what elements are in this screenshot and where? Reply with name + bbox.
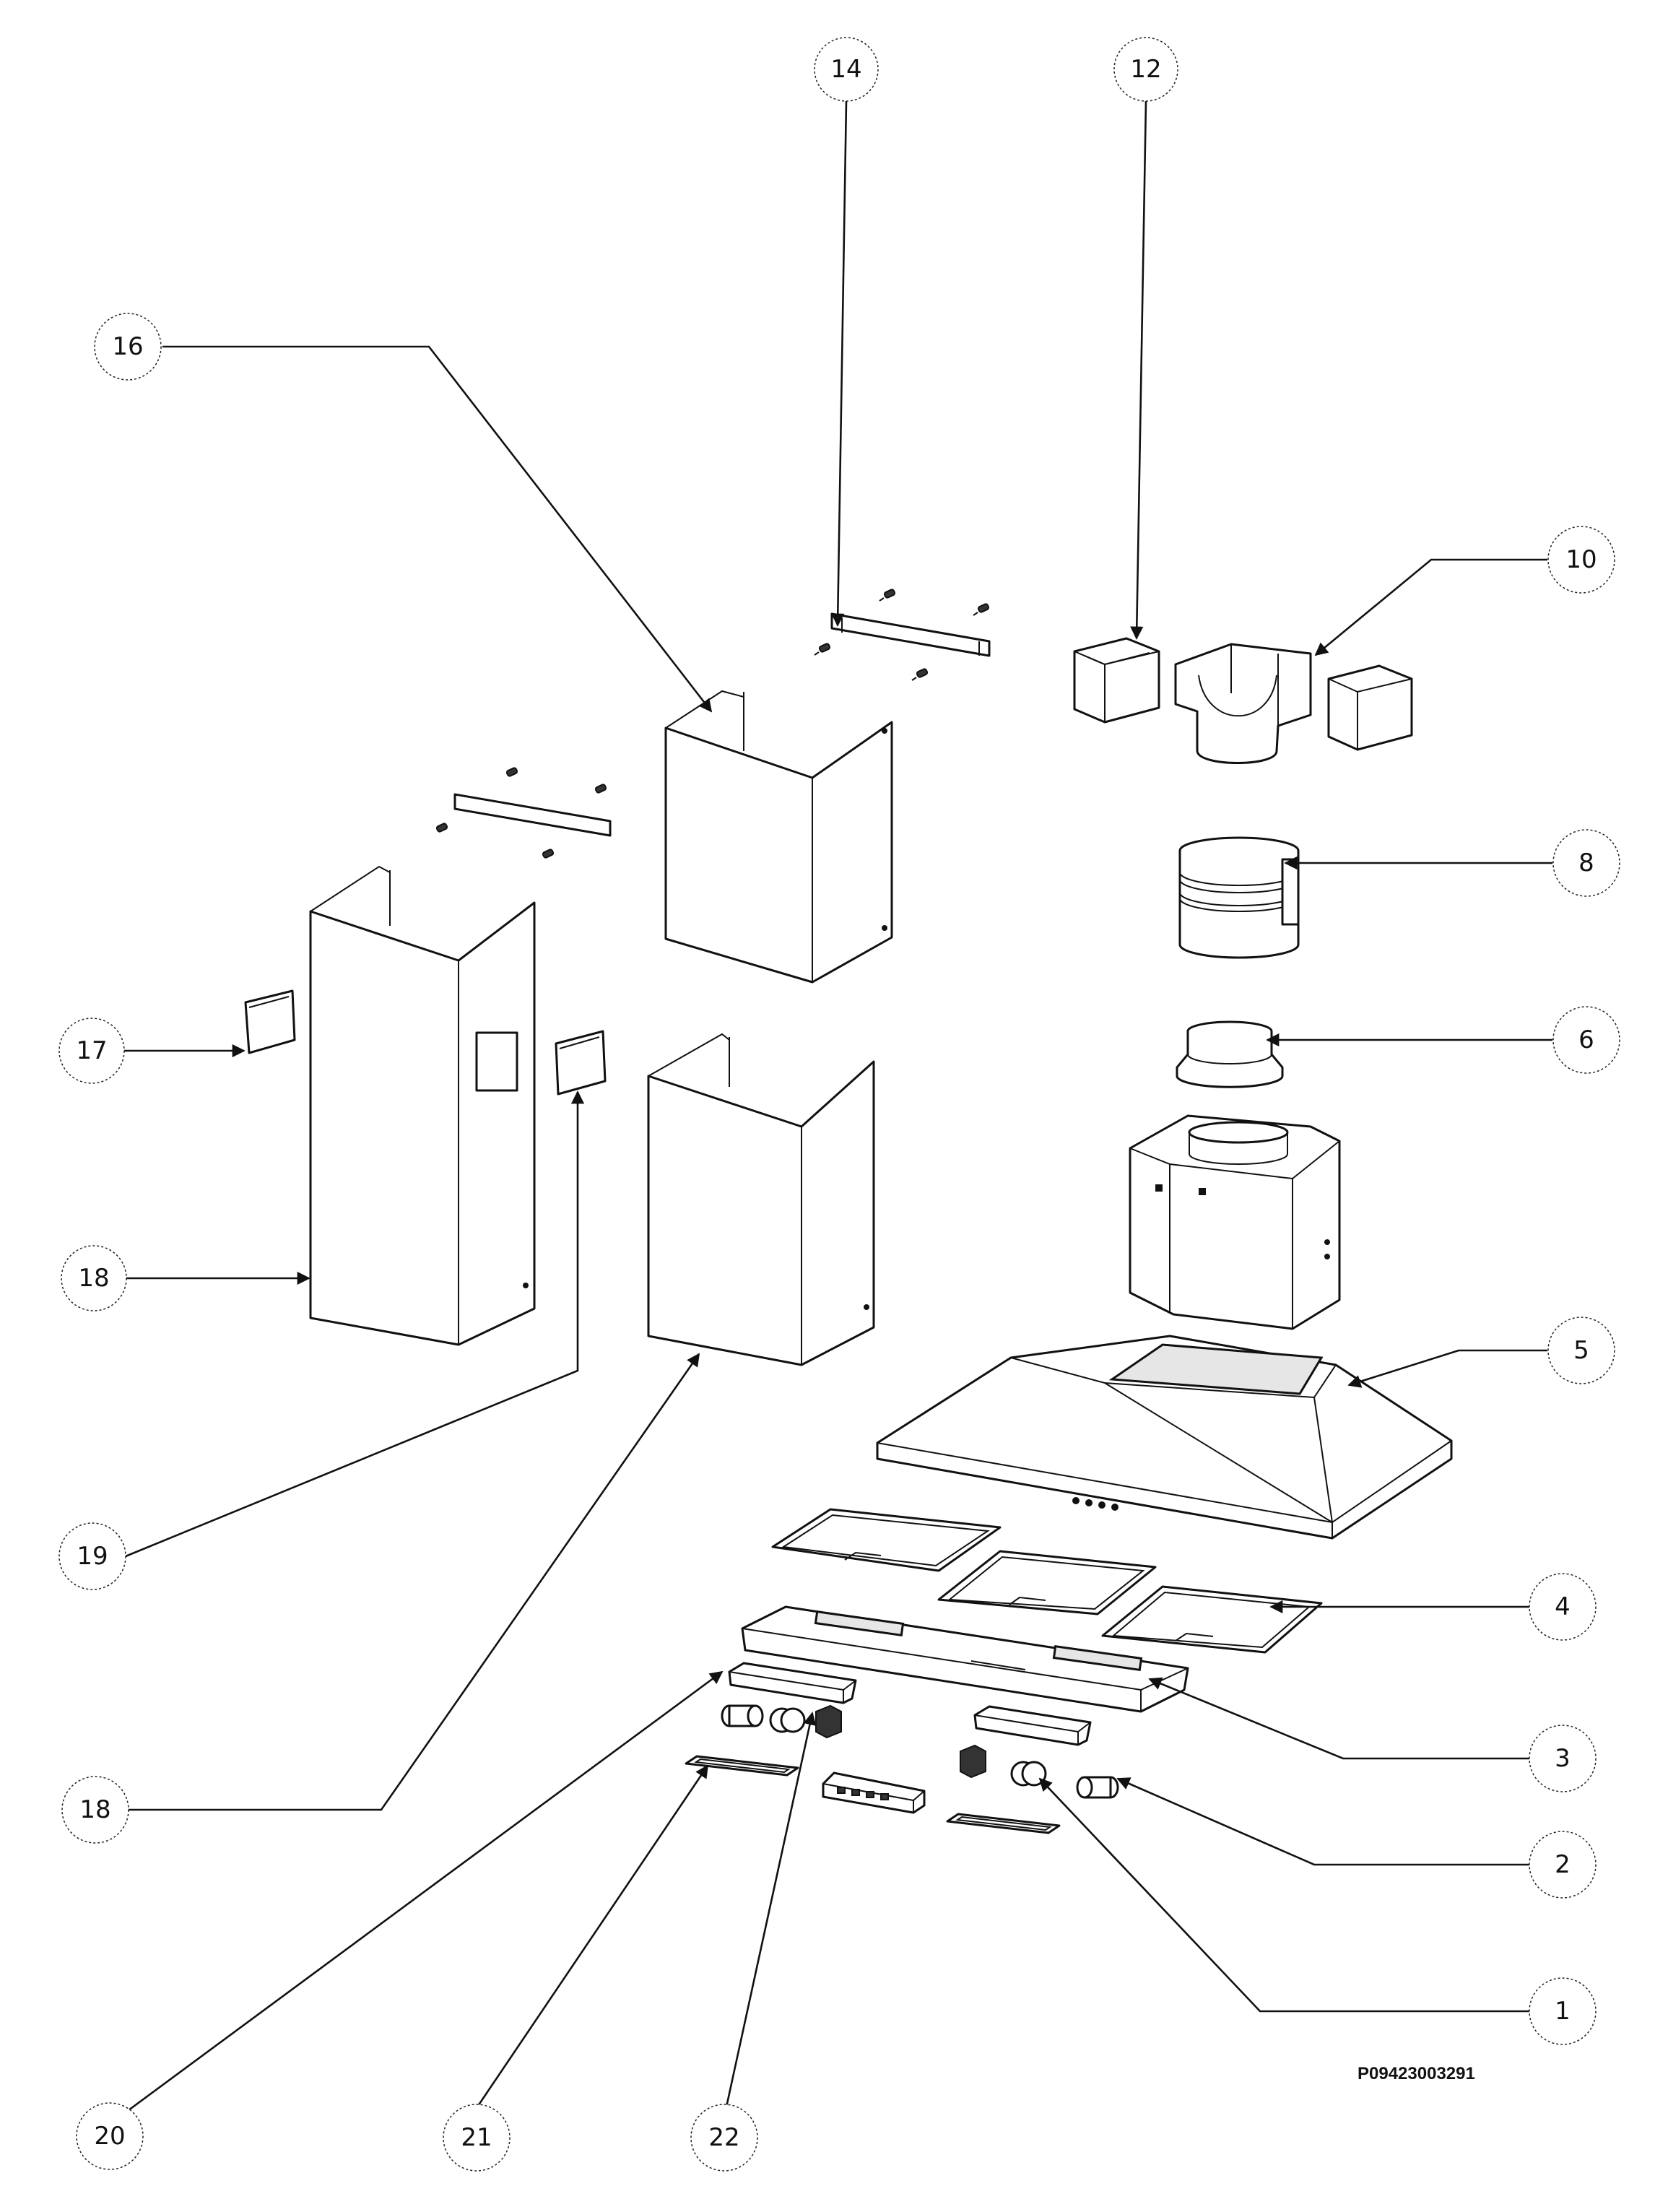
pad-17: [244, 989, 296, 1054]
grease-filter-4: [771, 1508, 1323, 1654]
light-cover-20b: [973, 1705, 1092, 1746]
callout-3-label: 3: [1555, 1744, 1571, 1773]
callout-17: 17: [58, 1018, 125, 1084]
light-cover-20: [728, 1662, 857, 1704]
callout-19-label: 19: [77, 1542, 108, 1571]
callout-16: 16: [94, 313, 162, 381]
callout-21: 21: [443, 2104, 511, 2172]
control-panel-frame-3: [741, 1605, 1189, 1713]
flange-collar-6: [1176, 1020, 1284, 1088]
callout-16-label: 16: [112, 332, 143, 361]
leader-lines: [124, 100, 1552, 2112]
callout-18-lower: 18: [61, 1776, 129, 1844]
upper-bracket-14: [814, 589, 991, 681]
knob-2: [721, 1704, 1119, 1799]
motor-housing: [1129, 1114, 1341, 1330]
callout-10-label: 10: [1565, 545, 1597, 574]
callout-1: 1: [1529, 1977, 1597, 2045]
callout-18-lower-label: 18: [79, 1795, 110, 1824]
pad-19: [555, 1030, 607, 1096]
callout-22: 22: [690, 2104, 758, 2172]
duct-connector-10: [1174, 643, 1312, 764]
callout-2: 2: [1529, 1831, 1597, 1899]
callout-18-upper: 18: [61, 1245, 127, 1311]
callout-1-label: 1: [1555, 1997, 1571, 2026]
callout-20-label: 20: [94, 2122, 125, 2151]
callout-4: 4: [1529, 1573, 1597, 1641]
duct-adapter-12b: [1327, 664, 1413, 751]
lamp-holder-1: [769, 1707, 1047, 1787]
center-chimney-18: [647, 1033, 875, 1366]
lower-bracket: [435, 767, 612, 859]
light-glass-21: [685, 1755, 1061, 1834]
callout-3: 3: [1529, 1725, 1597, 1792]
callout-14-label: 14: [830, 55, 861, 84]
callout-6-label: 6: [1578, 1025, 1594, 1054]
upper-chimney-16: [664, 690, 893, 984]
callout-21-label: 21: [461, 2123, 492, 2152]
duct-adapter-12: [1073, 637, 1160, 724]
callout-14: 14: [814, 37, 879, 102]
switch-22: [815, 1704, 986, 1779]
callout-2-label: 2: [1555, 1850, 1571, 1879]
callout-8-label: 8: [1578, 849, 1594, 877]
callout-5-label: 5: [1573, 1336, 1589, 1365]
callout-18-upper-label: 18: [78, 1264, 109, 1293]
callout-12: 12: [1113, 37, 1178, 102]
callout-10: 10: [1547, 526, 1615, 594]
callout-5: 5: [1547, 1317, 1615, 1384]
left-chimney-18: [309, 865, 536, 1346]
callout-8: 8: [1552, 829, 1620, 897]
callout-17-label: 17: [76, 1036, 107, 1065]
callout-19: 19: [58, 1522, 126, 1590]
callout-22-label: 22: [708, 2123, 739, 2152]
electronic-board: [822, 1771, 926, 1814]
drawing-code: P09423003291: [1358, 2064, 1475, 2083]
callout-20: 20: [76, 2102, 144, 2170]
callout-12-label: 12: [1130, 55, 1161, 84]
hood-canopy-5: [876, 1335, 1453, 1540]
duct-ring-8: [1178, 836, 1300, 959]
callout-4-label: 4: [1555, 1592, 1571, 1621]
callout-6: 6: [1552, 1006, 1620, 1074]
